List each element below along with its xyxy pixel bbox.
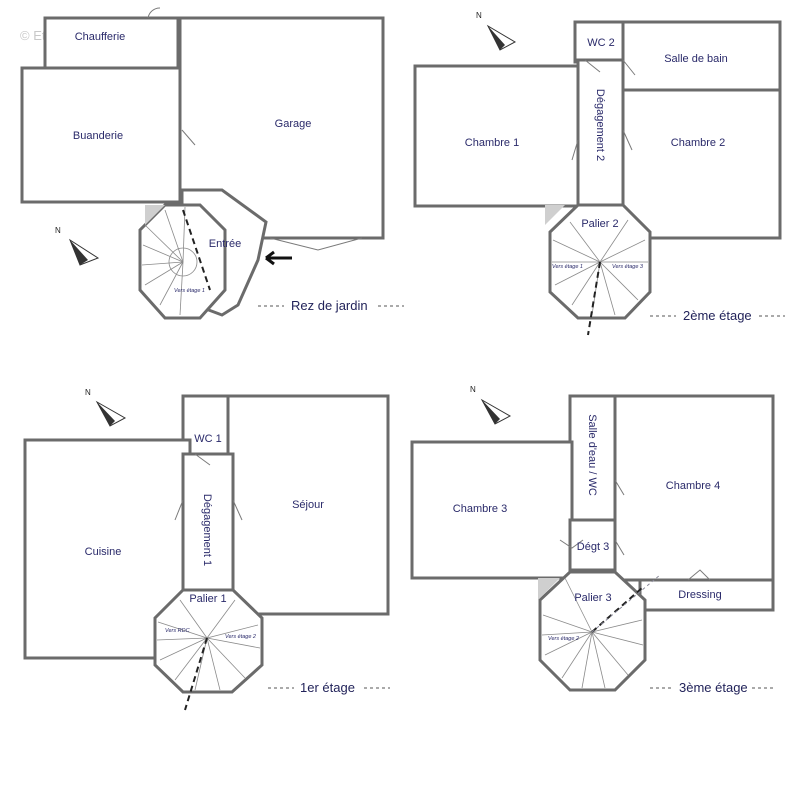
stair-arrow-etage3 — [591, 587, 643, 633]
door-wc2 — [584, 59, 601, 73]
label-palier2: Palier 2 — [581, 218, 618, 230]
stair-note-etage1-left: Vers RDC — [165, 628, 190, 634]
door-chambre1 — [571, 139, 579, 161]
room-degagement1 — [181, 452, 235, 606]
room-dressing — [638, 578, 775, 612]
door-chambre4 — [614, 539, 625, 556]
label-palier3: Palier 3 — [574, 592, 611, 604]
plan-etage-3: Vers étage 2 N Salle d'eau / WC Chambre … — [410, 385, 776, 695]
stair-etage1 — [153, 588, 264, 694]
label-degt3: Dégt 3 — [577, 541, 609, 553]
stair-steps-rez — [141, 206, 198, 316]
north-label-etage3: N — [470, 385, 476, 394]
door-salle-de-bain — [622, 59, 636, 76]
north-label-etage2: N — [476, 11, 482, 20]
label-wc2: WC 2 — [587, 37, 615, 49]
plan-rez-de-jardin: Vers étage 1 N Chaufferie Buanderie Gara… — [20, 7, 404, 320]
door-sejour — [232, 499, 243, 521]
stair-note-etage2-left: Vers étage 1 — [552, 264, 583, 270]
door-chambre3 — [559, 539, 584, 549]
room-salle-de-bain — [621, 20, 782, 92]
label-palier1: Palier 1 — [189, 593, 226, 605]
label-garage: Garage — [275, 118, 312, 130]
label-chaufferie: Chaufferie — [75, 31, 126, 43]
room-chaufferie — [43, 16, 180, 70]
door-dressing — [687, 569, 711, 581]
north-label-rez: N — [55, 226, 61, 235]
label-dressing: Dressing — [678, 589, 721, 601]
stair-note-etage2-right: Vers étage 3 — [612, 264, 644, 270]
door-chambre2 — [622, 129, 633, 151]
entrance-arrow-icon — [265, 250, 292, 266]
room-chambre2 — [621, 88, 782, 240]
room-degt3 — [568, 518, 617, 572]
label-salle-de-bain: Salle de bain — [664, 53, 728, 65]
floor-title-etage2: 2ème étage — [683, 308, 752, 323]
room-chambre1 — [413, 64, 582, 208]
label-sejour: Séjour — [292, 499, 324, 511]
door-salle-deau — [614, 479, 625, 496]
stair-arrow-rez — [182, 209, 211, 291]
stair-arrow-etage1 — [184, 637, 208, 711]
stair-note-etage3: Vers étage 2 — [548, 636, 579, 642]
door-buanderie — [181, 129, 196, 146]
label-entree: Entrée — [209, 238, 241, 250]
door-chaufferie — [147, 7, 161, 19]
room-chambre4 — [613, 394, 775, 582]
stair-note-rez: Vers étage 1 — [174, 288, 205, 294]
floor-title-etage1: 1er étage — [300, 680, 355, 695]
stair-note-etage1-right: Vers étage 2 — [225, 634, 256, 640]
stair-steps-etage2 — [552, 219, 648, 316]
label-wc1: WC 1 — [194, 433, 222, 445]
room-chambre3 — [410, 440, 574, 580]
label-buanderie: Buanderie — [73, 130, 123, 142]
room-sejour — [226, 394, 390, 616]
label-salle-deau: Salle d'eau / WC — [586, 414, 598, 496]
plan-etage-1: Vers RDC Vers étage 2 N WC 1 Séjour Cuis… — [23, 388, 390, 711]
north-label-etage1: N — [85, 388, 91, 397]
label-chambre2: Chambre 2 — [671, 137, 725, 149]
label-chambre4: Chambre 4 — [666, 480, 720, 492]
label-degagement2: Dégagement 2 — [594, 89, 606, 161]
label-cuisine: Cuisine — [85, 546, 122, 558]
door-wc1 — [194, 453, 211, 466]
floor-title-etage3: 3ème étage — [679, 680, 748, 695]
label-chambre1: Chambre 1 — [465, 137, 519, 149]
label-degagement1: Dégagement 1 — [201, 494, 213, 566]
stair-arrow-etage2 — [587, 261, 601, 336]
door-cuisine — [174, 499, 184, 521]
stair-steps-etage3 — [541, 577, 644, 689]
label-chambre3: Chambre 3 — [453, 503, 507, 515]
plan-etage-2: Vers étage 1 Vers étage 3 N WC 2 Salle d… — [413, 11, 785, 336]
door-garage — [269, 237, 363, 251]
stair-steps-etage1 — [156, 599, 261, 691]
floor-title-rez: Rez de jardin — [291, 298, 368, 313]
